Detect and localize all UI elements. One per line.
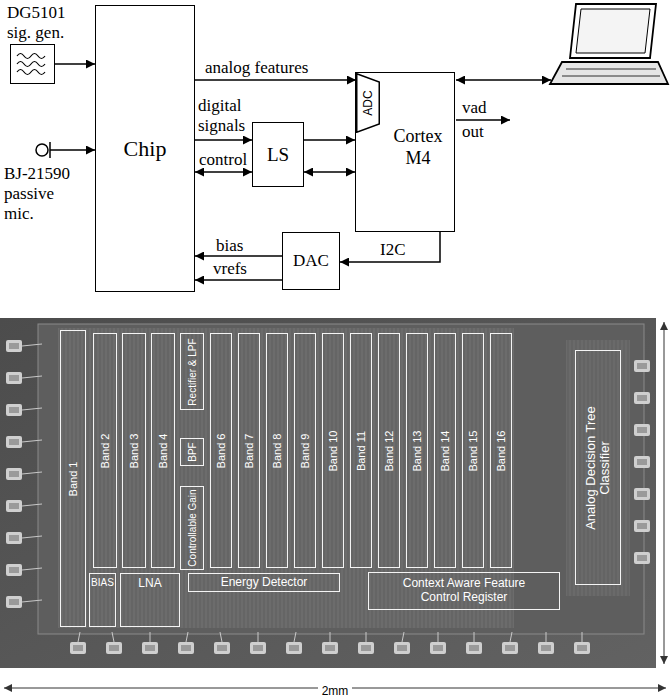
band-block: Band 8 xyxy=(266,333,288,568)
block-label: Analog Decision Tree Classifier xyxy=(584,393,613,543)
block-label: Band 1 xyxy=(67,333,79,624)
block-label: Band 4 xyxy=(157,336,169,565)
signal-label: bias xyxy=(216,236,243,255)
bond-wires xyxy=(22,344,644,602)
block-label: Band 6 xyxy=(215,336,227,565)
bpf-block: BPF xyxy=(180,438,204,466)
block-label: Context Aware Feature Control Register xyxy=(389,577,539,605)
vad-output-wire xyxy=(456,119,510,121)
connector-layer xyxy=(55,64,440,280)
die-photo xyxy=(0,318,656,668)
signal-label: control xyxy=(199,150,247,170)
block-label: DG5101 sig. gen. xyxy=(7,3,79,43)
height-dimension xyxy=(664,322,665,664)
signal-generator: DG5101 sig. gen. xyxy=(10,44,55,84)
bottom-bond-wires xyxy=(78,632,582,642)
signal-connector xyxy=(195,139,252,141)
block-label: LNA xyxy=(138,577,161,591)
rectifier-block: Rectifier & LPF xyxy=(180,333,204,410)
block-label: Chip xyxy=(124,136,167,161)
signal-connector xyxy=(340,232,440,262)
dimension-label: 2mm xyxy=(318,684,353,698)
band-block: Band 7 xyxy=(238,333,260,568)
signal-connector xyxy=(304,171,355,173)
block-label: Energy Detector xyxy=(221,576,308,590)
microphone-symbol xyxy=(36,142,56,158)
bias-block: BIAS xyxy=(89,573,116,627)
band-block: Band 3 xyxy=(122,333,146,568)
band-block: Band 15 xyxy=(462,333,484,568)
signal-label: vrefs xyxy=(213,259,247,278)
gain-block: Controllable Gain xyxy=(180,486,204,570)
dac-block: DAC xyxy=(282,232,340,290)
block-label: Band 11 xyxy=(355,336,367,565)
energy-detector-block: Energy Detector xyxy=(188,573,340,592)
block-label: Band 15 xyxy=(467,336,479,565)
signal-connector xyxy=(195,171,252,173)
signal-connector xyxy=(304,139,355,141)
adc-outline xyxy=(357,74,380,133)
microphone: BJ-21590 passive mic. xyxy=(34,140,56,160)
band-block: Band 10 xyxy=(322,333,344,568)
band-block: Band 6 xyxy=(210,333,232,568)
classifier-block: Analog Decision Tree Classifier xyxy=(575,350,621,585)
band-block: Band 14 xyxy=(434,333,456,568)
signal-connector xyxy=(56,149,95,151)
dimension-holder: 2mm xyxy=(0,681,670,698)
signal-connector xyxy=(195,279,282,281)
die-core xyxy=(38,324,644,634)
block-label: Band 16 xyxy=(495,336,507,565)
block-label: Cortex M4 xyxy=(384,125,452,169)
signal-connector xyxy=(195,79,356,81)
block-label: ADC xyxy=(362,90,374,115)
block-label: LS xyxy=(267,144,289,166)
block-label: BIAS xyxy=(91,577,114,589)
level-shifter-block: LS xyxy=(252,122,304,187)
sine-wave-icon xyxy=(17,54,45,75)
band-block: Band 1 xyxy=(60,330,86,627)
block-label: Band 10 xyxy=(327,336,339,565)
block-label: Band 3 xyxy=(128,336,140,565)
block-label: BJ-21590 passive mic. xyxy=(4,164,80,224)
block-label: Band 12 xyxy=(383,336,395,565)
block-label: Band 2 xyxy=(99,336,111,565)
mcu-block: Cortex M4 ADC xyxy=(355,72,455,232)
output-label: vad out xyxy=(462,96,502,144)
laptop-icon xyxy=(550,4,668,84)
band-block: Band 9 xyxy=(294,333,316,568)
block-label: Band 8 xyxy=(271,336,283,565)
band-block: Band 2 xyxy=(93,333,117,568)
lna-block: LNA xyxy=(120,573,180,627)
signal-label: digital signals xyxy=(198,96,256,136)
signal-label: I2C xyxy=(380,240,406,260)
block-label: Controllable Gain xyxy=(187,489,198,567)
block-label: Band 7 xyxy=(243,336,255,565)
block-label: Band 9 xyxy=(299,336,311,565)
adc-block: ADC xyxy=(356,73,380,133)
block-label: DAC xyxy=(293,251,329,271)
band-block: Band 13 xyxy=(406,333,428,568)
chip-block: Chip xyxy=(95,5,195,292)
block-label: BPF xyxy=(187,441,198,463)
block-label: Band 14 xyxy=(439,336,451,565)
band-block: Band 4 xyxy=(151,333,175,568)
signal-label: analog features xyxy=(205,58,308,78)
band-block: Band 16 xyxy=(490,333,512,568)
band-block: Band 12 xyxy=(378,333,400,568)
usb-link xyxy=(456,79,551,81)
signal-connector xyxy=(55,63,95,65)
band-block: Band 11 xyxy=(350,333,372,568)
register-block: Context Aware Feature Control Register xyxy=(368,572,560,610)
block-label: Rectifier & LPF xyxy=(187,336,198,407)
signal-connector xyxy=(195,255,282,257)
block-label: Band 13 xyxy=(411,336,423,565)
classifier-texture xyxy=(566,340,630,596)
bond-pads xyxy=(6,340,650,654)
